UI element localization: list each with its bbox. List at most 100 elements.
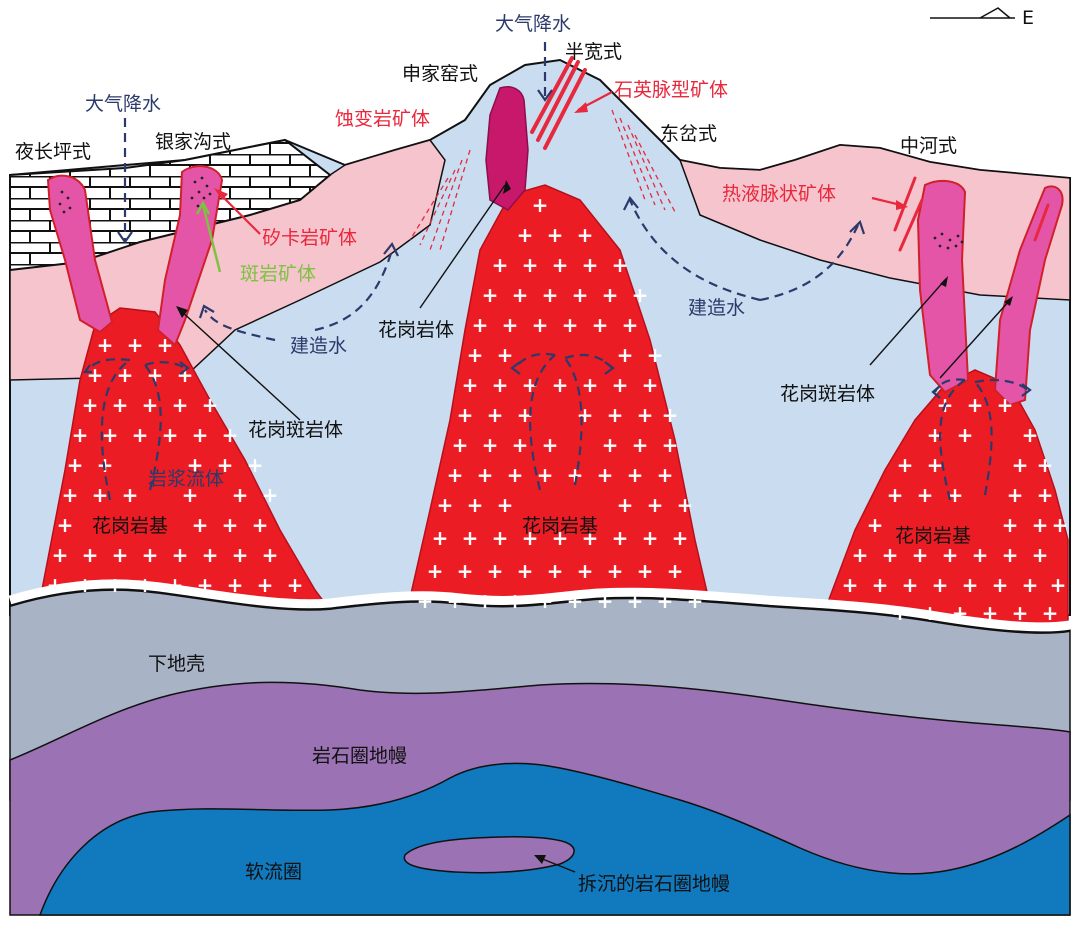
- svg-text:+: +: [447, 589, 464, 613]
- label-formation-water-right: 建造水: [688, 297, 745, 319]
- svg-text:+: +: [542, 283, 559, 307]
- svg-text:+: +: [197, 573, 214, 597]
- svg-text:+: +: [1022, 423, 1039, 447]
- svg-text:+: +: [222, 423, 239, 447]
- svg-text:+: +: [482, 433, 499, 457]
- svg-text:+: +: [582, 253, 599, 277]
- svg-text:+: +: [927, 453, 944, 477]
- label-shenjiayao: 申家窑式: [402, 63, 478, 85]
- svg-text:+: +: [517, 223, 534, 247]
- svg-text:+: +: [522, 253, 539, 277]
- svg-text:+: +: [917, 483, 934, 507]
- porphyry-stock-zhonghe-1: [916, 179, 970, 394]
- label-hydrothermal-vein: 热液脉状矿体: [722, 183, 836, 205]
- label-batholith-left: 花岗岩基: [92, 515, 168, 537]
- svg-text:+: +: [597, 589, 614, 613]
- svg-text:+: +: [262, 483, 279, 507]
- label-formation-water-left: 建造水: [290, 335, 347, 357]
- svg-text:+: +: [507, 463, 524, 487]
- svg-text:+: +: [592, 313, 609, 337]
- svg-text:+: +: [252, 513, 269, 537]
- svg-text:+: +: [467, 343, 484, 367]
- svg-text:+: +: [882, 543, 899, 567]
- svg-text:+: +: [637, 403, 654, 427]
- svg-text:+: +: [162, 423, 179, 447]
- label-rain-top: 大气降水: [495, 13, 571, 35]
- svg-text:+: +: [457, 559, 474, 583]
- compass-letter: E: [1022, 7, 1034, 29]
- leader-arrowheads: [176, 180, 1013, 864]
- svg-text:+: +: [227, 573, 244, 597]
- svg-text:+: +: [447, 463, 464, 487]
- svg-text:+: +: [582, 526, 599, 550]
- svg-text:+: +: [1012, 601, 1029, 625]
- svg-text:+: +: [577, 559, 594, 583]
- svg-text:+: +: [172, 543, 189, 567]
- svg-text:+: +: [287, 573, 304, 597]
- svg-text:+: +: [517, 559, 534, 583]
- svg-text:+: +: [867, 513, 884, 537]
- label-rain-left: 大气降水: [85, 93, 161, 115]
- svg-text:+: +: [107, 573, 124, 597]
- svg-text:+: +: [532, 193, 549, 217]
- magma-flow-loop-center: [514, 352, 613, 491]
- svg-text:+: +: [262, 543, 279, 567]
- svg-text:+: +: [142, 393, 159, 417]
- svg-text:+: +: [437, 493, 454, 517]
- svg-text:+: +: [1050, 573, 1067, 597]
- svg-text:+: +: [647, 343, 664, 367]
- flow-arrowheads: [82, 89, 1032, 399]
- svg-text:+: +: [512, 283, 529, 307]
- svg-text:+: +: [82, 393, 99, 417]
- svg-text:+: +: [1002, 513, 1019, 537]
- flow-arrows: [87, 42, 1029, 501]
- svg-text:+: +: [607, 559, 624, 583]
- svg-text:+: +: [952, 601, 969, 625]
- granite-batholith-center: [404, 184, 711, 621]
- svg-text:+: +: [997, 393, 1014, 417]
- svg-text:+: +: [897, 453, 914, 477]
- svg-text:+: +: [597, 463, 614, 487]
- svg-text:+: +: [117, 363, 134, 387]
- svg-text:+: +: [522, 526, 539, 550]
- label-granite-porphyry-right: 花岗斑岩体: [780, 383, 875, 405]
- label-yinjiagou: 银家沟式: [155, 131, 231, 153]
- svg-text:+: +: [167, 573, 184, 597]
- svg-text:+: +: [137, 573, 154, 597]
- svg-text:+: +: [622, 313, 639, 337]
- svg-text:+: +: [547, 559, 564, 583]
- svg-text:+: +: [542, 433, 559, 457]
- svg-text:+: +: [497, 493, 514, 517]
- porphyry-stock-yechangping: [46, 174, 114, 334]
- svg-text:+: +: [127, 333, 144, 357]
- svg-text:+: +: [567, 589, 584, 613]
- label-porphyry-ore: 斑岩矿体: [240, 263, 316, 285]
- svg-text:+: +: [477, 463, 494, 487]
- svg-text:+: +: [982, 601, 999, 625]
- svg-text:+: +: [112, 393, 129, 417]
- ore-label-arrowheads: [214, 102, 908, 210]
- svg-text:+: +: [202, 543, 219, 567]
- svg-text:+: +: [912, 543, 929, 567]
- svg-text:+: +: [462, 373, 479, 397]
- svg-text:+: +: [887, 483, 904, 507]
- svg-text:+: +: [647, 493, 664, 517]
- svg-text:+: +: [257, 573, 274, 597]
- svg-text:+: +: [552, 253, 569, 277]
- svg-text:+: +: [177, 363, 194, 387]
- svg-text:+: +: [187, 453, 204, 477]
- svg-text:+: +: [922, 601, 939, 625]
- svg-text:+: +: [492, 373, 509, 397]
- svg-text:+: +: [202, 393, 219, 417]
- porphyry-ore-arrow: [195, 200, 222, 273]
- label-banjuan: 半宽式: [565, 41, 622, 63]
- svg-text:+: +: [932, 573, 949, 597]
- hydrothermal-vein-ore-lines: [893, 176, 1050, 252]
- svg-text:+: +: [612, 526, 629, 550]
- svg-text:+: +: [562, 313, 579, 337]
- svg-text:+: +: [477, 589, 494, 613]
- delaminated-mantle-blob: [403, 836, 575, 874]
- quartz-vein-ore-lines: [530, 56, 587, 150]
- svg-text:+: +: [52, 543, 69, 567]
- svg-text:+: +: [657, 463, 674, 487]
